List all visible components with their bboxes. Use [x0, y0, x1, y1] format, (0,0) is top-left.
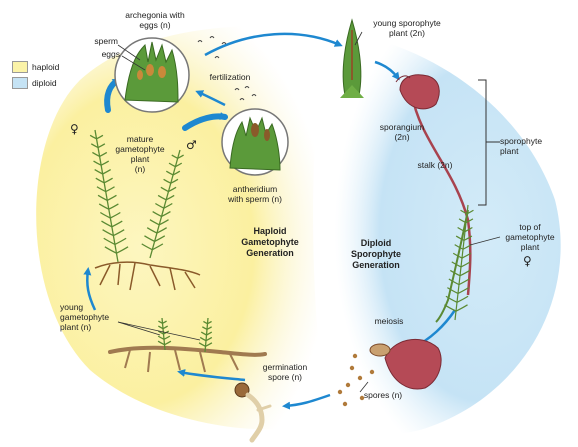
- label-germination: germination spore (n): [262, 362, 308, 382]
- young-sporophyte-illustration: [340, 18, 364, 98]
- female-symbol-right: ♀: [523, 254, 532, 268]
- label-sporangium: sporangium (2n): [379, 122, 425, 142]
- sperm-squiggles: [197, 36, 257, 101]
- legend-item-diploid: diploid: [12, 76, 59, 90]
- male-symbol: ♂: [186, 138, 197, 152]
- label-eggs: eggs: [101, 49, 120, 59]
- label-diploid-generation: Diploid Sporophyte Generation: [350, 238, 401, 270]
- label-stalk: stalk (2n): [417, 160, 453, 170]
- haploid-swatch: [12, 61, 28, 73]
- mature-gametophyte-illustration: [89, 129, 184, 263]
- arrow-to-antheridium: [182, 112, 228, 131]
- leader-lines: [117, 31, 501, 393]
- capsule-spores-illustration: [337, 338, 442, 407]
- arrow-sperm-to-egg: [195, 90, 226, 107]
- label-young-gametophyte: young gametophyte plant (n): [60, 302, 110, 332]
- young-gametophyte-illustration: [108, 345, 267, 373]
- diploid-swatch: [12, 77, 28, 89]
- young-gametophyte-shoots: [157, 317, 213, 353]
- label-haploid-generation: Haploid Gametophyte Generation: [241, 226, 299, 258]
- label-meiosis: meiosis: [374, 316, 404, 326]
- female-symbol: ♀: [70, 122, 79, 136]
- gametophyte-roots: [94, 261, 201, 291]
- legend-item-haploid: haploid: [12, 60, 59, 74]
- arrow-spores-to-germination: [282, 393, 331, 410]
- arrow-fertilization-to-sporophyte: [204, 32, 343, 57]
- legend-label-diploid: diploid: [32, 78, 57, 88]
- arrow-young-to-sporangium: [374, 60, 400, 81]
- label-fertilization: fertilization: [209, 72, 251, 82]
- arrow-young-to-mature: [83, 267, 97, 311]
- legend: haploid diploid: [12, 60, 59, 92]
- arrow-germination-to-young: [177, 369, 246, 382]
- label-antheridium: antheridium with sperm (n): [228, 184, 282, 204]
- top-gametophyte-illustration: [444, 204, 474, 321]
- diploid-region: [309, 30, 561, 435]
- archegonia-illustration: [114, 37, 190, 113]
- label-young-sporophyte: young sporophyte plant (2n): [373, 18, 441, 38]
- label-sperm: sperm: [94, 36, 118, 46]
- label-spores: spores (n): [363, 390, 403, 400]
- label-top-gametophyte: top of gametophyte plant: [505, 222, 555, 252]
- antheridium-illustration: [221, 108, 289, 176]
- germinating-spore-illustration: [234, 382, 272, 443]
- label-sporophyte-plant: sporophyte plant: [500, 136, 543, 156]
- legend-label-haploid: haploid: [32, 62, 60, 72]
- label-mature-gametophyte: mature gametophyte plant (n): [115, 134, 165, 174]
- label-archegonia: archegonia with eggs (n): [125, 10, 185, 30]
